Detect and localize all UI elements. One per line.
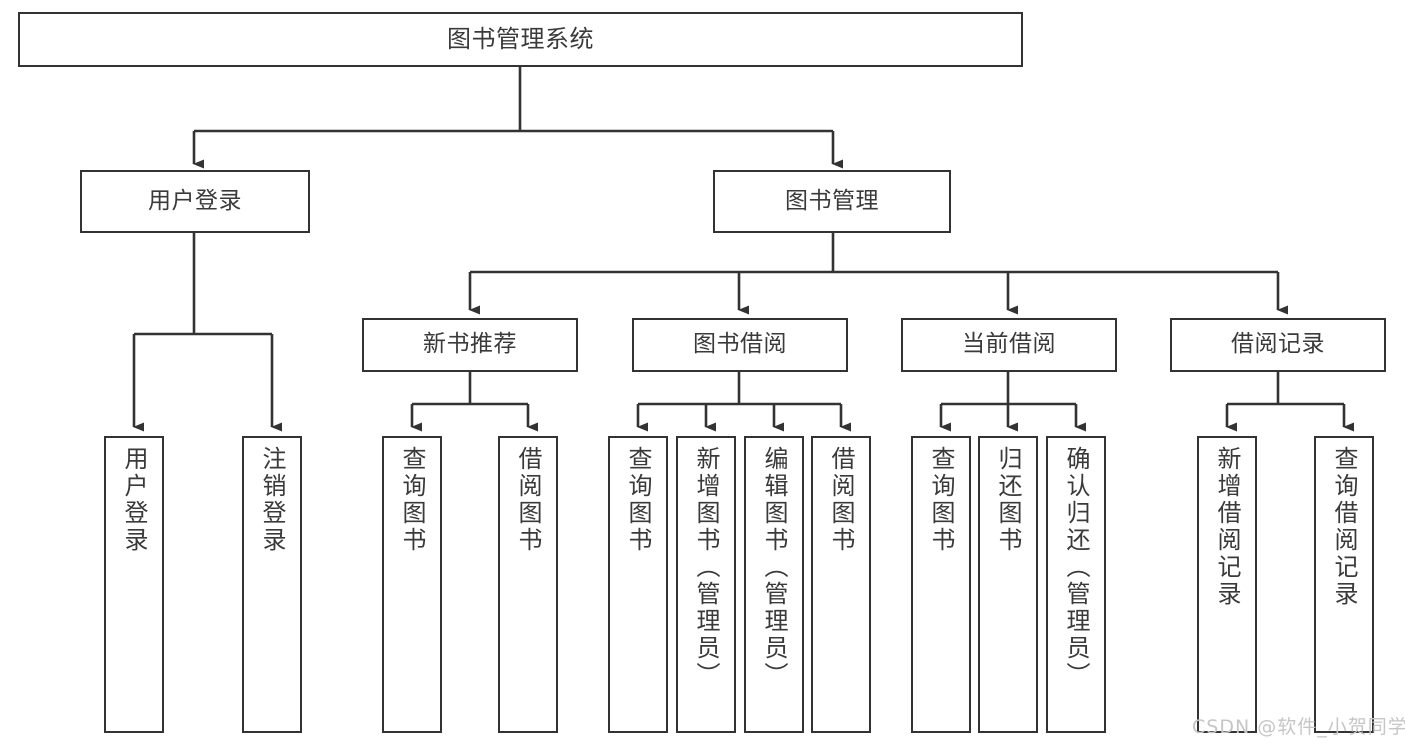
leaf-return-book[interactable]: 归还图书 <box>978 436 1038 733</box>
leaf-borrow-book-recommend[interactable]: 借阅图书 <box>498 436 558 733</box>
node-current-borrow[interactable]: 当前借阅 <box>901 318 1117 372</box>
leaf-query-book-recommend[interactable]: 查询图书 <box>382 436 442 733</box>
node-borrow-record[interactable]: 借阅记录 <box>1170 318 1386 372</box>
leaf-add-book-admin[interactable]: 新增图书（管理员） <box>676 436 736 733</box>
node-root-system[interactable]: 图书管理系统 <box>18 12 1023 67</box>
node-label: 用户登录 <box>120 446 148 554</box>
node-label: 图书借阅 <box>693 331 787 358</box>
node-label: 新增借阅记录 <box>1213 446 1241 608</box>
leaf-add-borrow-record[interactable]: 新增借阅记录 <box>1197 436 1257 733</box>
node-label: 用户登录 <box>148 187 242 214</box>
node-user-login[interactable]: 用户登录 <box>80 170 310 233</box>
node-label: 当前借阅 <box>962 331 1056 358</box>
node-label: 图书管理系统 <box>447 25 594 54</box>
node-label: 注销登录 <box>258 446 286 554</box>
leaf-confirm-return-admin[interactable]: 确认归还（管理员） <box>1046 436 1106 733</box>
leaf-query-book-borrow[interactable]: 查询图书 <box>608 436 668 733</box>
node-label: 查询借阅记录 <box>1330 446 1358 608</box>
node-book-borrow[interactable]: 图书借阅 <box>632 318 848 372</box>
leaf-query-borrow-record[interactable]: 查询借阅记录 <box>1314 436 1374 733</box>
node-new-book-recommend[interactable]: 新书推荐 <box>362 318 578 372</box>
node-label: 查询图书 <box>624 446 652 554</box>
node-label: 新书推荐 <box>423 331 517 358</box>
node-label: 借阅图书 <box>827 446 855 554</box>
leaf-logout[interactable]: 注销登录 <box>242 436 302 733</box>
node-label: 借阅记录 <box>1231 331 1325 358</box>
node-label: 查询图书 <box>398 446 426 554</box>
leaf-user-login[interactable]: 用户登录 <box>104 436 164 733</box>
node-label: 查询图书 <box>927 446 955 554</box>
node-book-management[interactable]: 图书管理 <box>713 170 951 233</box>
node-label: 新增图书（管理员） <box>692 446 720 689</box>
leaf-borrow-book[interactable]: 借阅图书 <box>811 436 871 733</box>
node-label: 确认归还（管理员） <box>1062 446 1090 689</box>
node-label: 图书管理 <box>785 187 879 214</box>
node-label: 编辑图书（管理员） <box>760 446 788 689</box>
node-label: 借阅图书 <box>514 446 542 554</box>
leaf-edit-book-admin[interactable]: 编辑图书（管理员） <box>744 436 804 733</box>
node-label: 归还图书 <box>994 446 1022 554</box>
leaf-query-book-current[interactable]: 查询图书 <box>911 436 971 733</box>
csdn-watermark: CSDN @软件_小贺同学 <box>1192 716 1405 738</box>
